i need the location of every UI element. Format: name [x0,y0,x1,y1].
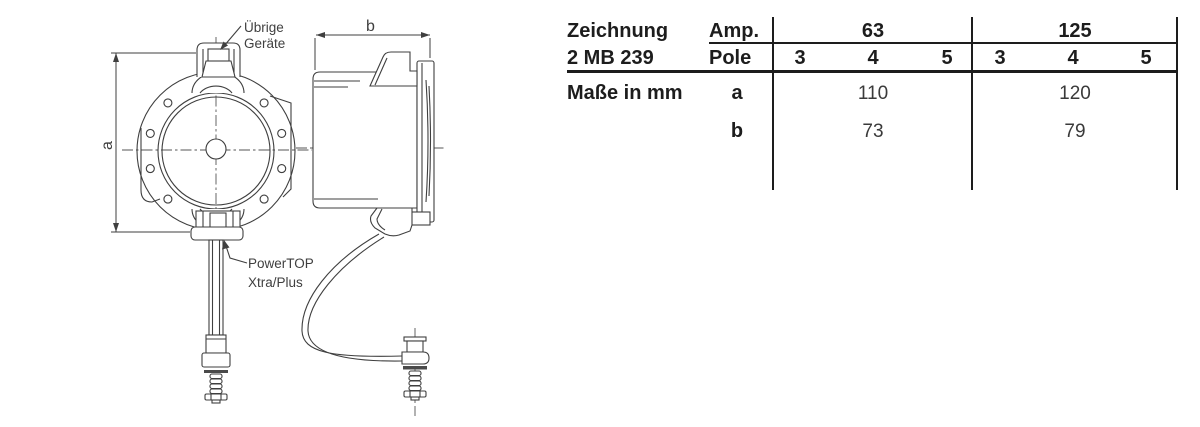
right-screw [403,370,427,401]
dim-a-label: a [99,141,116,150]
lanyard-cable [301,233,403,362]
bottom-latch [190,210,244,241]
flange [416,60,435,223]
body-outline [312,71,418,209]
drawing-ref-line2: 2 MB 239 [567,47,654,69]
side-bottom-latch [369,207,413,237]
dimension-a [111,52,196,233]
retaining-pin [201,239,231,368]
table-rule-under-amp [709,42,1178,44]
callout-bottom-line1: PowerTOP [248,256,314,271]
left-screw [204,373,228,404]
front-view [136,42,296,404]
pole-125-4: 4 [1067,47,1079,69]
pole-63-5: 5 [941,47,953,69]
cap-washer [403,366,427,370]
side-top-latch [369,51,418,87]
center-hole [205,138,227,160]
side-view [301,51,435,401]
right-tab [269,95,292,198]
dimension-b [314,32,431,70]
inner-face-circle-2 [161,96,271,206]
dim-row-a-label: a [731,82,743,104]
callout-bottom-line2: Xtra/Plus [248,275,303,290]
dim-row-b-label: b [730,120,744,142]
amp-header: Amp. [709,20,759,42]
callout-top-leader [220,25,242,50]
callout-top-line1: Übrige [244,20,284,35]
dim-a-63: 110 [857,83,889,104]
table-rule-under-pole [567,70,1178,73]
amp-group-63: 63 [861,20,885,42]
callout-bottom-leader [222,240,248,264]
pole-header: Pole [709,47,752,69]
pole-125-5: 5 [1140,47,1152,69]
cap-fitting [401,336,430,365]
units-label: Maße in mm [567,82,683,104]
table-vrule-2 [971,17,973,190]
callout-top-line2: Geräte [244,36,285,51]
dim-b-63: 73 [862,121,884,142]
table-vrule-3 [1176,17,1178,190]
top-latch [196,42,241,78]
table-vrule-1 [772,17,774,190]
technical-drawing: a b Übrige Geräte PowerTOP Xtra/Plus [99,18,446,416]
pin-washer [204,370,228,373]
pole-125-3: 3 [994,47,1006,69]
dim-b-125: 79 [1064,121,1086,142]
dim-a-125: 120 [1059,83,1091,104]
drawing-ref-line1: Zeichnung [567,20,669,42]
pole-63-4: 4 [867,47,879,69]
left-tab [140,128,161,203]
amp-group-125: 125 [1058,20,1092,42]
pole-63-3: 3 [794,47,806,69]
dim-b-label: b [366,18,375,35]
